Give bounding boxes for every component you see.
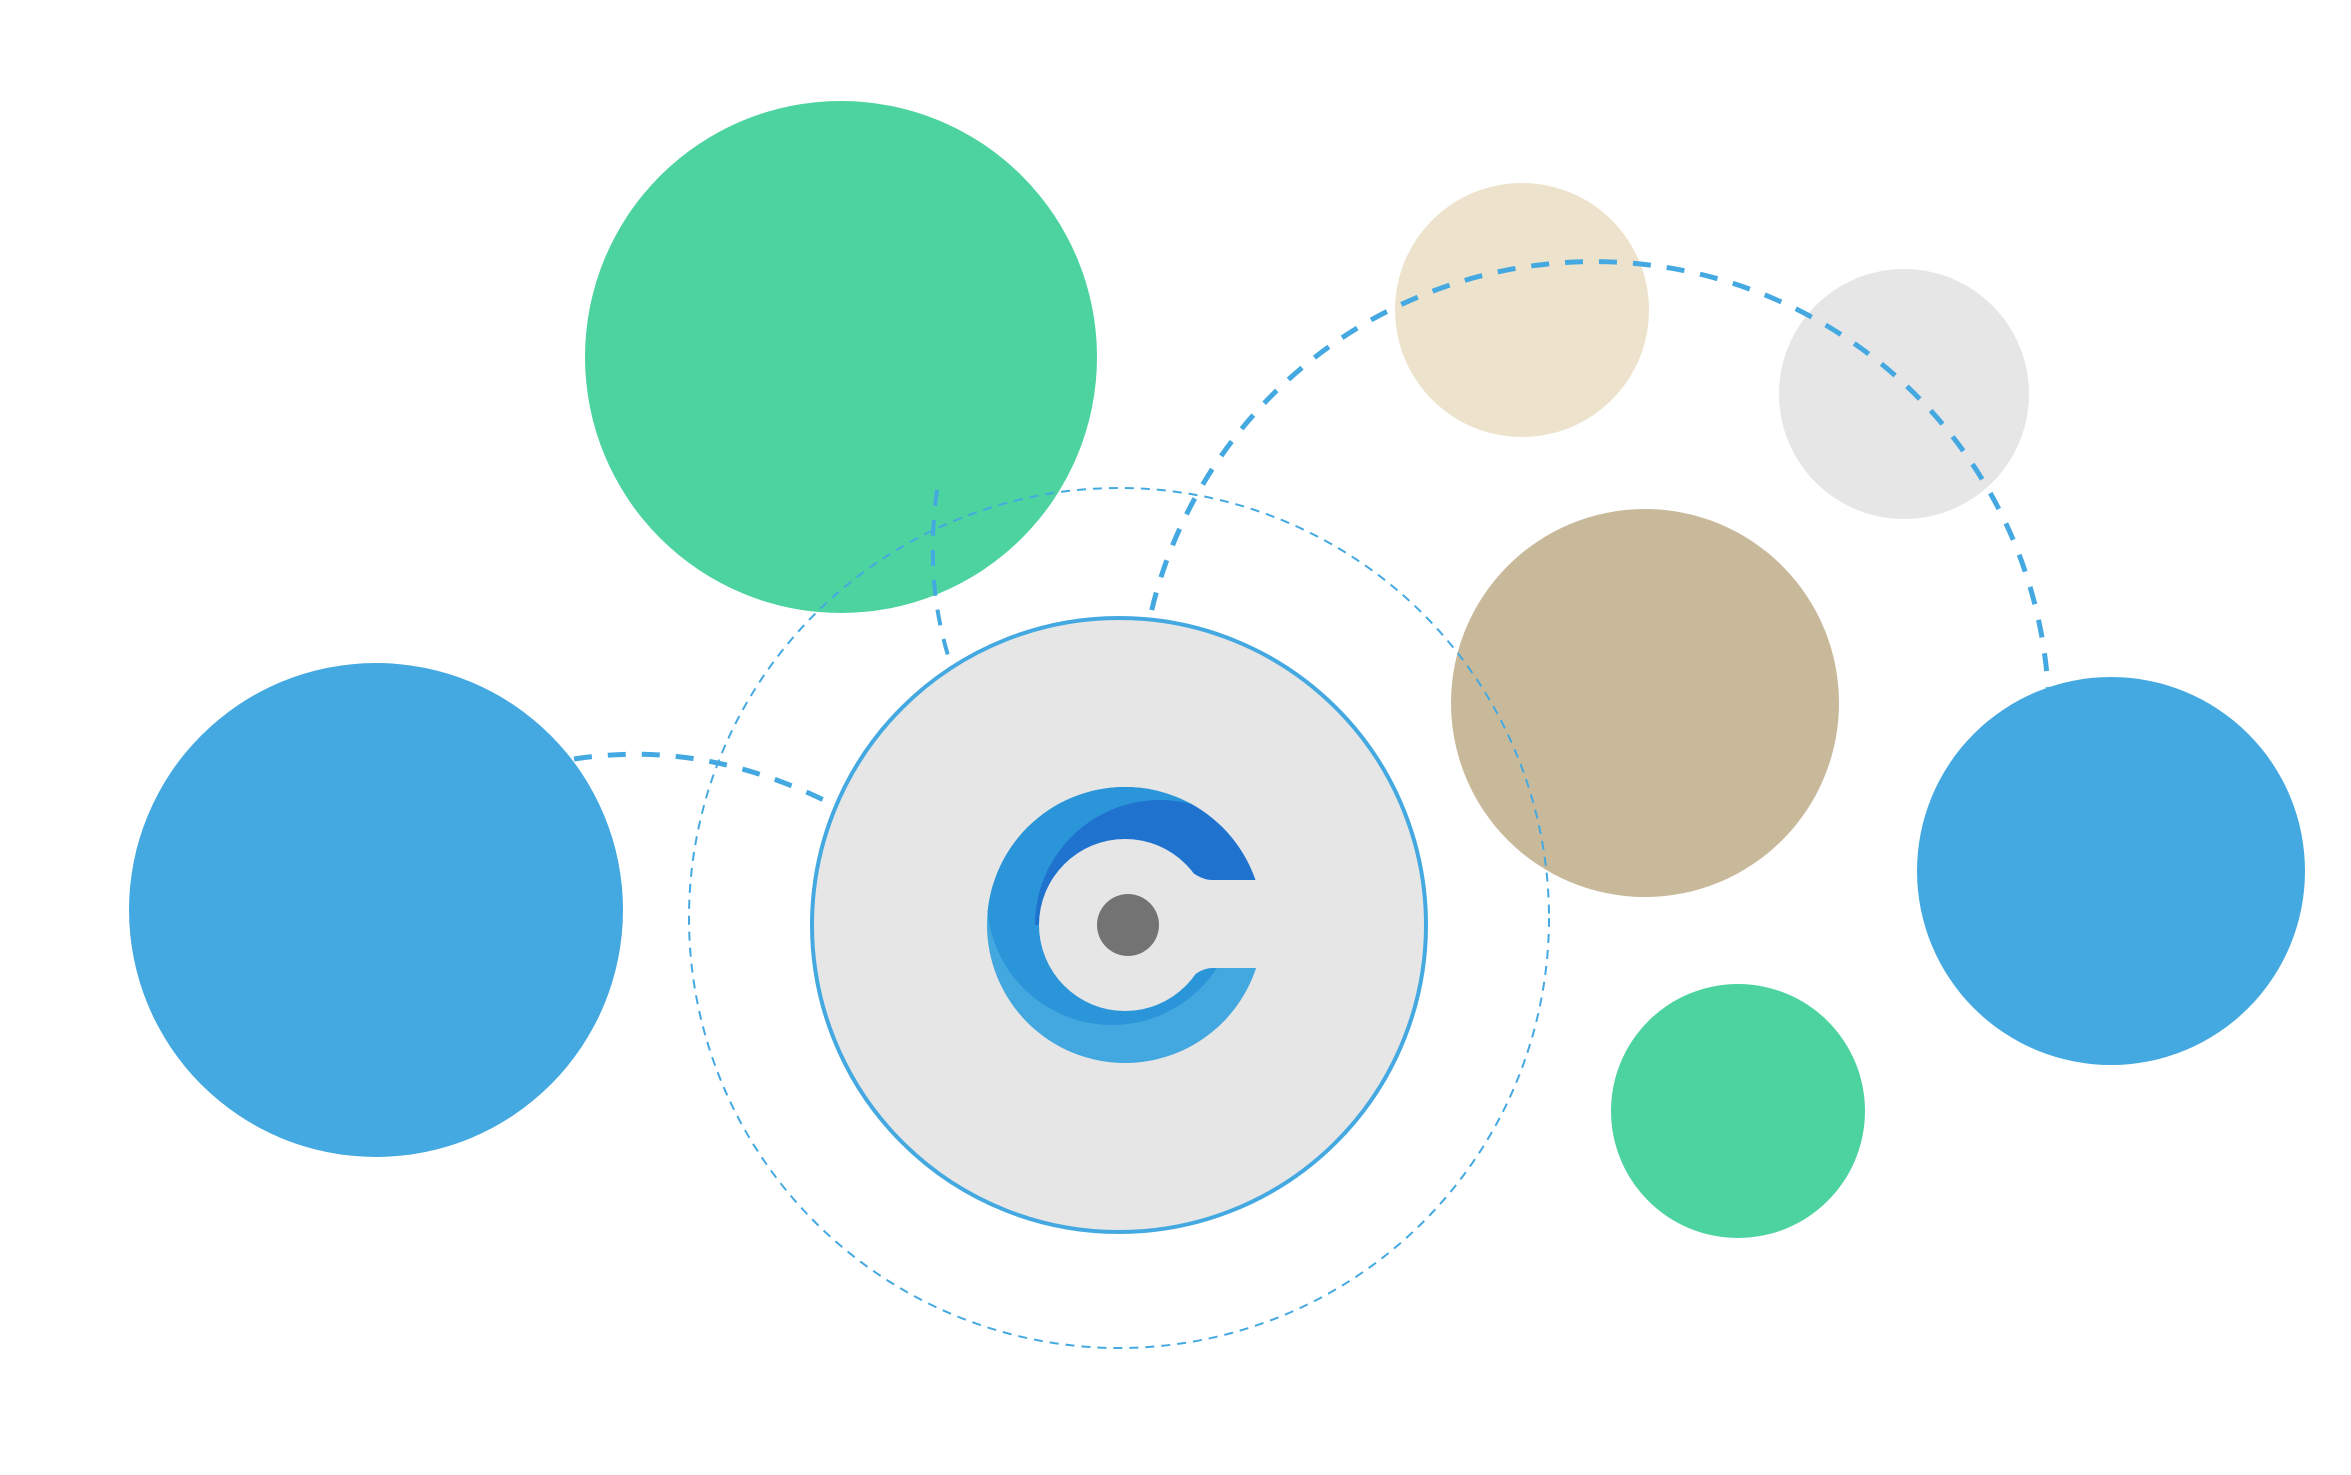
light-tan-node: [1395, 183, 1649, 437]
circular-c-logo-icon: [987, 787, 1270, 1063]
connector-arc-left: [573, 751, 947, 880]
green-node-large: [585, 101, 1097, 613]
blue-node-left: [129, 663, 623, 1157]
gray-node-small: [1779, 269, 2029, 519]
blue-node-right: [1917, 677, 2305, 1065]
orbit-ring-thin-dashed: [688, 487, 1550, 1349]
tan-node: [1451, 509, 1839, 897]
logo-center-dot: [1097, 894, 1159, 956]
connector-arc-large: [1136, 259, 2051, 746]
green-node-small: [1611, 984, 1865, 1238]
connector-arc-top: [930, 489, 1010, 772]
